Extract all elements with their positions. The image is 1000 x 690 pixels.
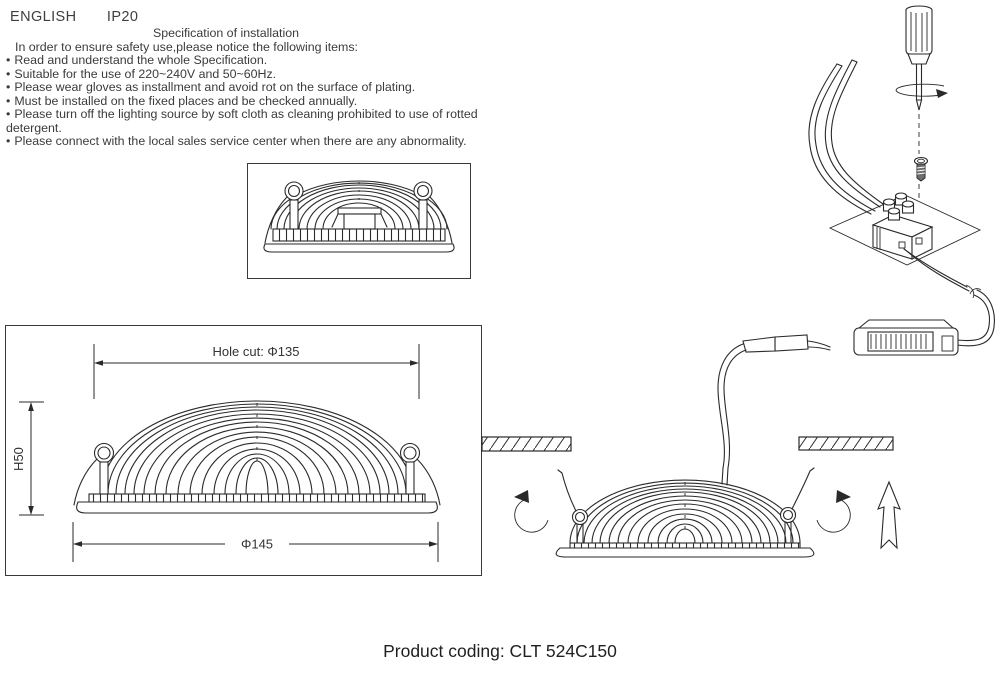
dimension-drawing: Hole cut: Φ135 H50 Φ145 [11,344,441,562]
led-driver-icon [853,319,959,356]
bullet-glyph: • [6,107,11,121]
ceiling-section-left [481,436,572,452]
terminal-block-icon [871,192,934,260]
spring-clip-right [399,442,441,506]
rim-and-base [76,493,438,514]
spec-intro: In order to ensure safety use,please not… [15,39,358,54]
screwdriver-icon [905,5,933,111]
bullet-glyph: • [6,134,11,148]
spec-item-text: Read and understand the whole Specificat… [14,53,268,67]
downlight-side-view-box [247,163,471,279]
language-label: ENGLISH [10,9,77,25]
downlight-side-view-drawing [263,180,455,253]
product-coding: Product coding: CLT 524C150 [383,641,617,661]
hole-cut-label: Hole cut: Φ135 [213,344,300,359]
rotate-arrow-right [816,490,851,533]
bullet-glyph: • [6,66,11,81]
spec-item: •Please turn off the lighting source by … [6,107,526,135]
specification-block: Specification of installation In order t… [6,26,526,149]
bullet-glyph: • [6,80,11,94]
spec-item-text: Please turn off the lighting source by s… [6,107,478,135]
spec-item: •Suitable for the use of 220~240V and 50… [6,66,526,82]
height-label: H50 [11,447,26,471]
spec-item-text: Please connect with the local sales serv… [14,134,467,148]
diameter-dimension: Φ145 [72,522,439,562]
up-arrow [877,480,901,550]
installation-diagram [481,5,995,558]
spec-item: •Please connect with the local sales ser… [6,134,526,149]
spec-title: Specification of installation [152,26,300,40]
dimension-drawing-box: Hole cut: Φ135 H50 Φ145 [5,325,482,576]
spring-clip-left [264,181,304,244]
spec-item-text: Must be installed on the fixed places an… [14,93,358,108]
spring-clip-left-up [557,469,589,544]
center-housing [331,207,388,230]
hole-cut-dimension: Hole cut: Φ135 [93,344,420,399]
ceiling-section-right [798,436,894,451]
terminal-to-driver-wires [903,248,995,347]
spec-item-text: Suitable for the use of 220~240V and 50~… [14,66,277,81]
downlight-dome [555,479,815,558]
wire-connector-icon [742,334,831,353]
mounting-plate [828,194,982,266]
spring-clip-right [413,181,453,244]
spec-item: •Please wear gloves as installment and a… [6,80,526,95]
bullet-glyph: • [6,53,11,67]
dome-arcs [100,400,414,495]
lamp-wire [717,343,747,486]
rotation-ellipse-arrow [895,83,948,98]
height-dimension: H50 [11,401,44,516]
mains-wires [808,59,884,215]
screw-icon [913,114,929,198]
spec-item: •Read and understand the whole Specifica… [6,53,526,68]
spring-clip-right-up [779,467,815,544]
spec-item-text: Please wear gloves as installment and av… [14,80,416,94]
terminal-screws [882,192,915,221]
rotate-arrow-left [514,490,549,533]
spring-clip-left [73,442,115,506]
spec-item: •Must be installed on the fixed places a… [6,93,526,109]
rim-and-base [263,228,455,253]
ip-rating-label: IP20 [106,9,139,25]
diameter-label: Φ145 [241,537,273,552]
bullet-glyph: • [6,93,11,108]
sheet-header: ENGLISH IP20 [10,9,138,25]
